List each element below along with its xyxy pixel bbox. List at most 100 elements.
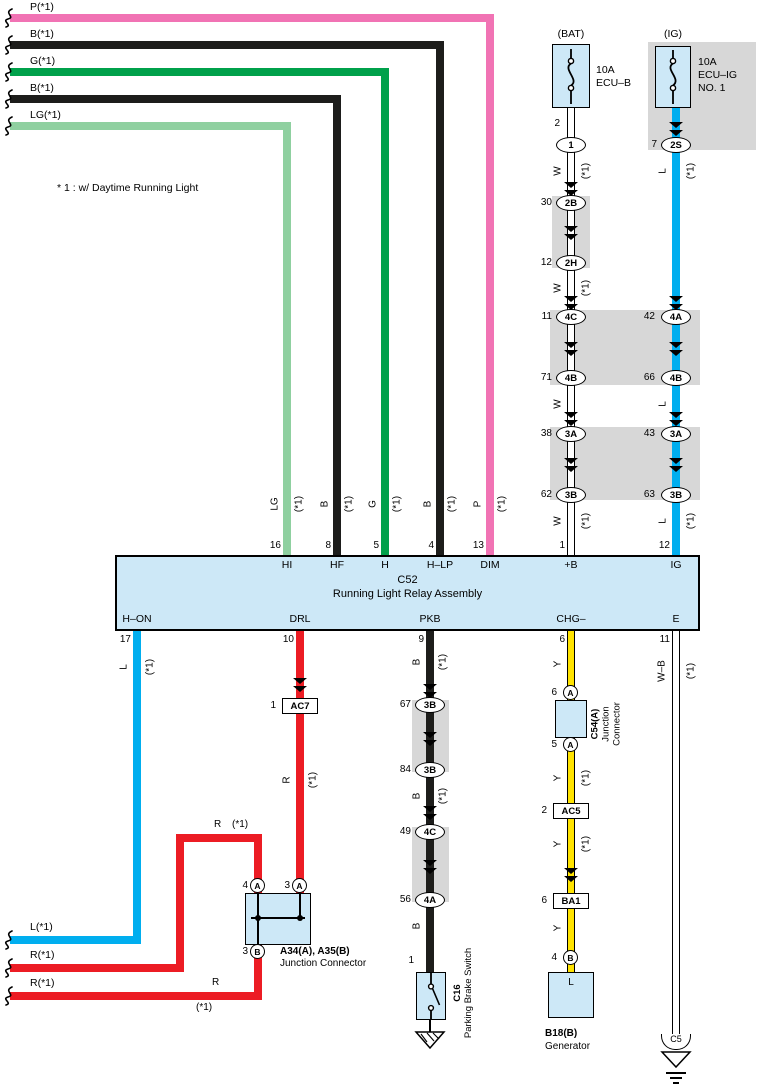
wire-note-label: (*1) (580, 835, 592, 853)
connector-4a: 4A (661, 309, 691, 325)
wire-color-label: R (281, 776, 293, 784)
pin-number: 66 (643, 372, 655, 383)
input-label-b-hf: B(*1) (30, 82, 54, 94)
input-label-p: P(*1) (30, 1, 54, 13)
wire-r-branch2-horizontal (10, 992, 262, 1000)
wire-note-label: (*1) (343, 495, 355, 513)
bat-fuse-name: ECU–B (596, 77, 632, 89)
connector-ac5: AC5 (553, 803, 589, 819)
fuse-icon (567, 49, 575, 104)
relay-pin-plus-b: +B (564, 559, 578, 571)
wire-note-label: (*1) (580, 512, 592, 530)
wire-b-hf-horizontal (10, 95, 341, 103)
wire-l-hon-vertical (133, 630, 141, 944)
terminal-a: A (250, 878, 265, 893)
junction-stub (257, 894, 259, 919)
generator-terminal: L (568, 977, 574, 988)
connector-3b: 3B (415, 697, 445, 713)
wire-break-icon (4, 89, 13, 109)
input-label-g: G(*1) (30, 55, 56, 67)
pin-number: 8 (325, 540, 331, 551)
connector-arrow-icon (669, 122, 683, 138)
relay-pin-hi: HI (281, 559, 293, 571)
pin-number: 16 (269, 540, 281, 551)
connector-2b: 2B (556, 195, 586, 211)
pin-number: 11 (659, 634, 670, 645)
wire-lg-horizontal (10, 122, 291, 130)
connector-arrow-icon (423, 684, 437, 700)
wire-note-label: (*1) (391, 495, 403, 513)
relay-pin-hon: H–ON (122, 613, 152, 625)
wire-y-chg (567, 630, 575, 972)
connector-3a: 3A (556, 426, 586, 442)
ground-icon (414, 1031, 446, 1050)
wire-color-label: G (367, 500, 379, 508)
junction-connector-c54-box (555, 700, 587, 738)
input-label-lg: LG(*1) (30, 109, 61, 121)
pin-number: 13 (472, 540, 484, 551)
wire-color-label: Y (552, 840, 564, 848)
wire-b-hf-vertical (333, 95, 341, 555)
wire-note-label: (*1) (580, 162, 592, 180)
junction-dot (297, 915, 303, 921)
relay-pin-chg: CHG– (556, 613, 586, 625)
pin-number: 62 (540, 489, 552, 500)
relay-pin-drl: DRL (289, 613, 311, 625)
wire-color-label: L (118, 664, 130, 670)
connector-arrow-icon (564, 182, 578, 198)
connector-4a: 4A (415, 892, 445, 908)
footnote: * 1 : w/ Daytime Running Light (57, 182, 199, 194)
ig-fuse-name1: ECU–IG (698, 69, 738, 81)
wire-r-branch1-top (176, 834, 262, 842)
relay-pin-h: H (381, 559, 389, 571)
pin-number: 4 (428, 540, 434, 551)
relay-pin-hlp: H–LP (426, 559, 454, 571)
wire-note-label: (*1) (580, 769, 592, 787)
pin-number: 4 (242, 880, 248, 891)
ig-fuse-rating: 10A (698, 56, 717, 68)
generator-name: Generator (545, 1041, 591, 1052)
pin-number: 38 (540, 428, 552, 439)
wire-break-icon (4, 930, 13, 950)
connector-arrow-icon (564, 226, 578, 242)
wire-note-label: (*1) (685, 162, 697, 180)
relay-pin-ig: IG (670, 559, 682, 571)
connector-1: 1 (556, 137, 586, 153)
bat-header: (BAT) (557, 28, 585, 40)
connector-3b: 3B (556, 487, 586, 503)
pin-number: 12 (540, 257, 552, 268)
wire-l-hon-horizontal (10, 936, 141, 944)
wire-color-label: L (657, 168, 669, 174)
wire-color-label: Y (552, 774, 564, 782)
wire-l-ig (672, 108, 680, 555)
pin-number: 12 (658, 540, 670, 551)
junction-stub (299, 894, 301, 919)
pin-number: 63 (643, 489, 655, 500)
wire-w-plus-b (567, 108, 575, 555)
wire-r-branch1-drop (254, 834, 262, 893)
pin-number: 84 (399, 764, 411, 775)
junction-id: A34(A), A35(B) (280, 946, 350, 957)
pin-number: 42 (643, 311, 655, 322)
wire-color-label: B (411, 658, 423, 666)
connector-3a: 3A (661, 426, 691, 442)
pin-number: 7 (651, 139, 657, 150)
connector-arrow-icon (669, 296, 683, 312)
wire-b-hlp-vertical (436, 41, 444, 555)
wire-p-horizontal (10, 14, 494, 22)
bat-fuse-rating: 10A (596, 64, 615, 76)
connector-arrow-icon (423, 806, 437, 822)
wire-break-icon (4, 116, 13, 136)
connector-arrow-icon (564, 868, 578, 884)
connector-arrow-icon (423, 732, 437, 748)
connector-arrow-icon (564, 412, 578, 428)
wire-break-icon (4, 958, 13, 978)
connector-4c: 4C (556, 309, 586, 325)
input-label-b-hlp: B(*1) (30, 28, 54, 40)
wire-color-label: R (214, 819, 222, 830)
wire-color-label: P (472, 500, 484, 508)
wire-color-label: B (319, 500, 331, 508)
pin-number: 71 (540, 372, 552, 383)
wire-note-label: (*1) (307, 771, 319, 789)
wire-color-label: W (552, 516, 564, 526)
